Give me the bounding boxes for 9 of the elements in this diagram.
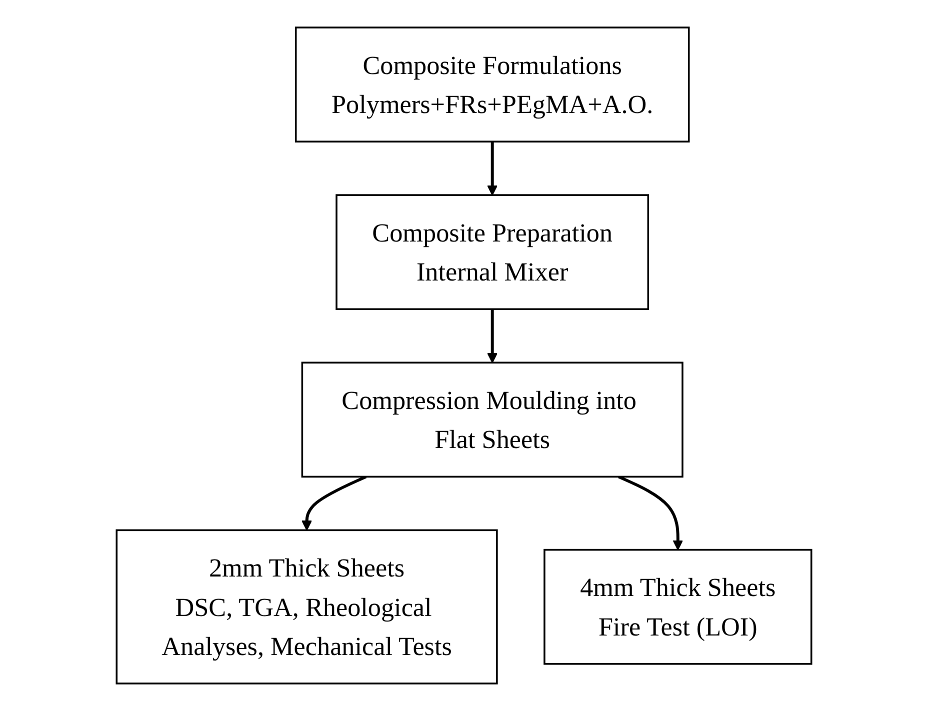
node-box: 4mm Thick Sheets Fire Test (LOI) (544, 548, 812, 665)
node-box: 2mm Thick Sheets DSC, TGA, Rheological Analyses, Mechanical Tests (116, 529, 498, 684)
arrow (487, 309, 498, 364)
node-box: Composite Formulations Polymers+FRs+PEgMA+A.O. (294, 26, 690, 142)
arrow (302, 475, 367, 531)
arrow (487, 142, 498, 196)
node-box: Composite Preparation Internal Mixer (336, 194, 650, 310)
arrow (618, 475, 684, 550)
node-box: Compression Moulding into Flat Sheets (301, 362, 684, 478)
